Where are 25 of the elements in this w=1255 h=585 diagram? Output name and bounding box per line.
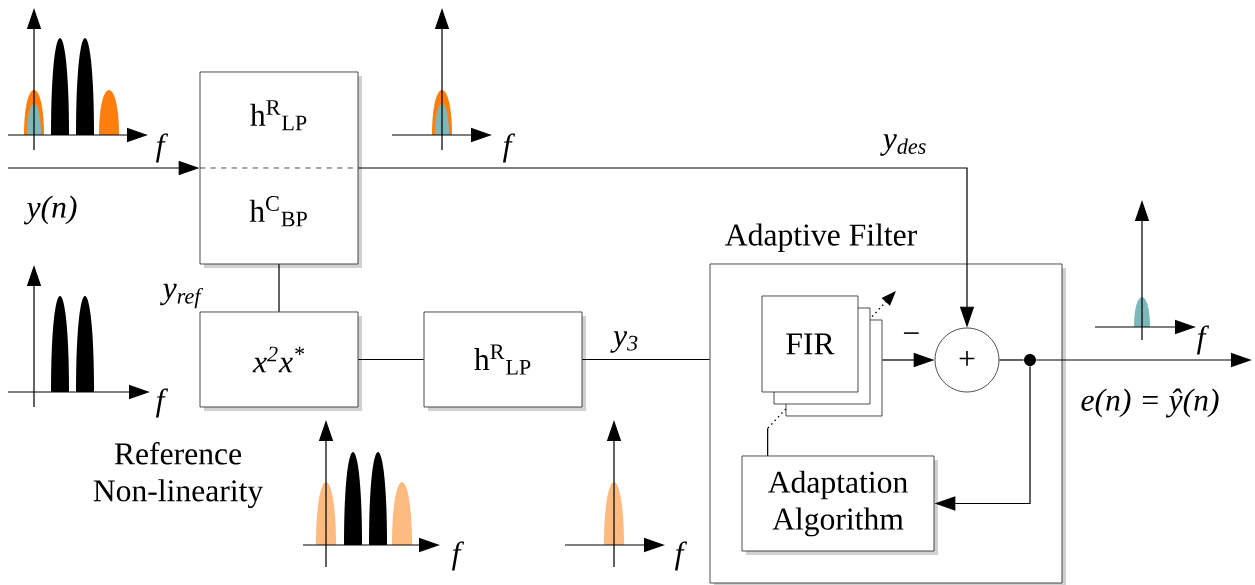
edge-label: y(n) [23, 195, 77, 225]
connector [581, 358, 711, 361]
connector [357, 358, 425, 361]
connector [278, 263, 280, 313]
filter-box: h$^{R}$LP h$^{C}$BP [199, 71, 362, 268]
axis-label: f [674, 541, 688, 571]
caption-text: Reference Non-linearity [93, 442, 264, 508]
connector [767, 427, 769, 457]
edge-label: − [903, 332, 919, 334]
connector [998, 359, 1025, 361]
filter-stack: FIR [761, 291, 896, 429]
process-box: Adaptation Algorithm [741, 455, 938, 555]
process-box: x$^{2}$x$^{*}$ [199, 311, 362, 411]
axis-label: f [155, 133, 169, 163]
edge-label: y$_{3}$ [610, 331, 638, 353]
summing-junction: + [934, 327, 1000, 393]
axis-label: f [451, 541, 465, 571]
process-box: h$^{R}$LP [423, 311, 586, 411]
axis-label: f [1196, 325, 1210, 355]
edge-label: y$_{ref}$ [160, 283, 204, 309]
axis-label: f [502, 133, 516, 163]
edge-label: e(n) = ŷ(n) [1081, 388, 1219, 418]
edge-label: y$_{des}$ [880, 134, 926, 156]
axis-label: f [155, 388, 169, 418]
node-label: Adaptive Filter [725, 223, 917, 253]
